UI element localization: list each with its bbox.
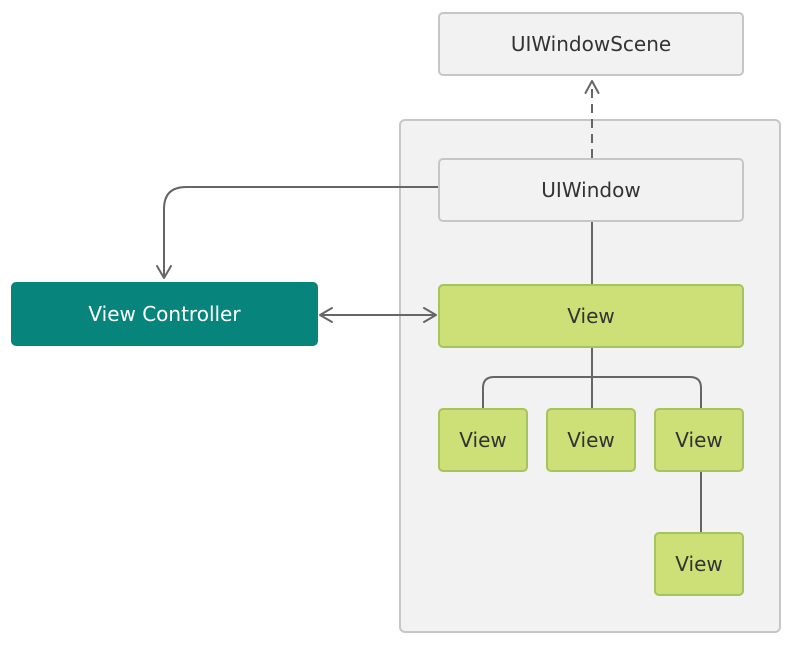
view-node-grandchild: View xyxy=(654,532,744,596)
view-node-child-2: View xyxy=(546,408,636,472)
view-child-3-label: View xyxy=(675,428,723,452)
arrowhead-scene xyxy=(584,80,600,94)
view-child-1-label: View xyxy=(459,428,507,452)
view-grandchild-label: View xyxy=(675,552,723,576)
edge-window-to-controller xyxy=(163,186,438,277)
uiwindow-label: UIWindow xyxy=(541,178,641,202)
view-node-root: View xyxy=(438,284,744,348)
uiwindow-node: UIWindow xyxy=(438,158,744,222)
view-root-label: View xyxy=(567,304,615,328)
view-child-2-label: View xyxy=(567,428,615,452)
view-node-child-1: View xyxy=(438,408,528,472)
arrowhead-controller-side xyxy=(319,307,333,323)
view-node-child-3: View xyxy=(654,408,744,472)
uiwindowscene-label: UIWindowScene xyxy=(510,32,672,56)
view-controller-label: View Controller xyxy=(88,302,241,326)
arrowhead-controller xyxy=(156,265,172,279)
uiwindowscene-node: UIWindowScene xyxy=(438,12,744,76)
view-controller-node: View Controller xyxy=(11,282,318,346)
